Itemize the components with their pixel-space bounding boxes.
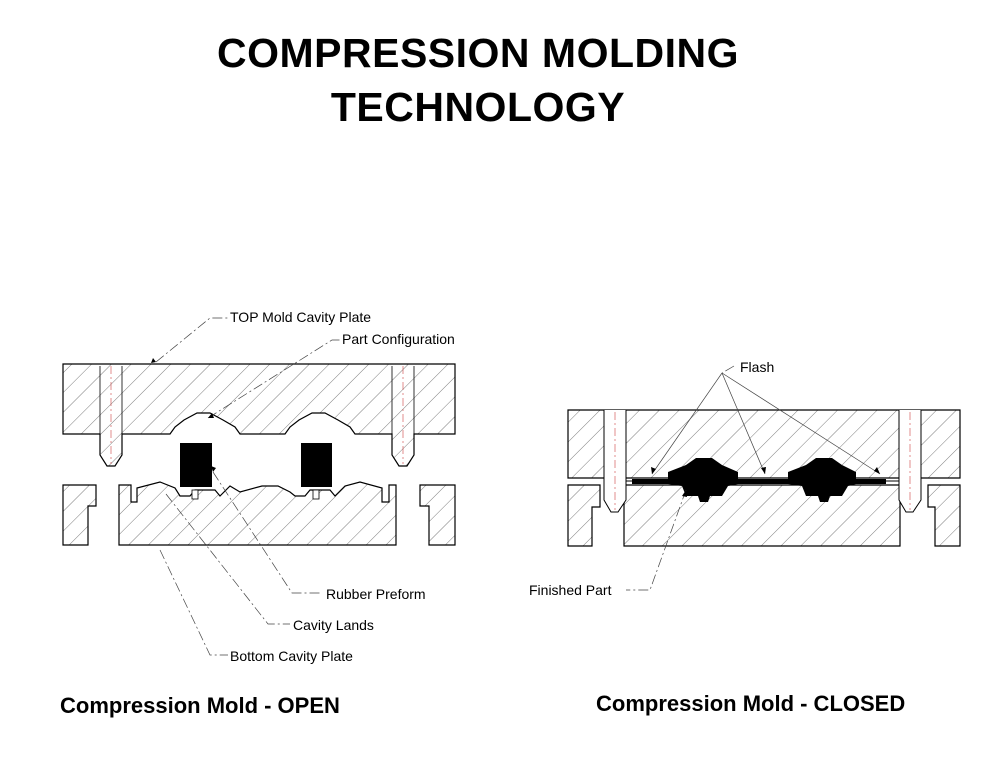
open-mold-drawing	[62, 363, 456, 546]
bottom-cavity-plate	[118, 481, 397, 546]
closed-bottom-right-guide	[927, 484, 961, 547]
top-mold-cavity-plate	[62, 363, 456, 467]
closed-bottom-left-guide	[567, 484, 601, 547]
label-bottom-cavity-plate: Bottom Cavity Plate	[230, 648, 353, 664]
label-cavity-lands: Cavity Lands	[293, 617, 374, 633]
closed-mold-leaders	[626, 365, 881, 591]
open-mold-leaders	[155, 317, 342, 656]
title-line-1: COMPRESSION MOLDING	[216, 30, 740, 76]
caption-open: Compression Mold - OPEN	[60, 693, 340, 718]
caption-closed: Compression Mold - CLOSED	[596, 691, 905, 716]
bottom-plate-right-guide	[419, 484, 456, 546]
closed-bottom-plate	[623, 484, 901, 547]
label-rubber-preform: Rubber Preform	[326, 586, 426, 602]
closed-top-plate	[567, 409, 961, 479]
label-finished-part: Finished Part	[529, 582, 612, 598]
page-title: COMPRESSION MOLDING TECHNOLOGY	[0, 26, 956, 134]
closed-mold-drawing	[567, 409, 961, 547]
label-flash: Flash	[740, 359, 774, 375]
label-top-mold-cavity-plate: TOP Mold Cavity Plate	[230, 309, 371, 325]
finished-part-2	[788, 458, 856, 502]
bottom-plate-left-guide	[62, 484, 97, 546]
rubber-preform-2	[301, 443, 332, 487]
title-line-2: TECHNOLOGY	[330, 84, 626, 130]
label-part-configuration: Part Configuration	[342, 331, 455, 347]
rubber-preform-1	[180, 443, 212, 487]
